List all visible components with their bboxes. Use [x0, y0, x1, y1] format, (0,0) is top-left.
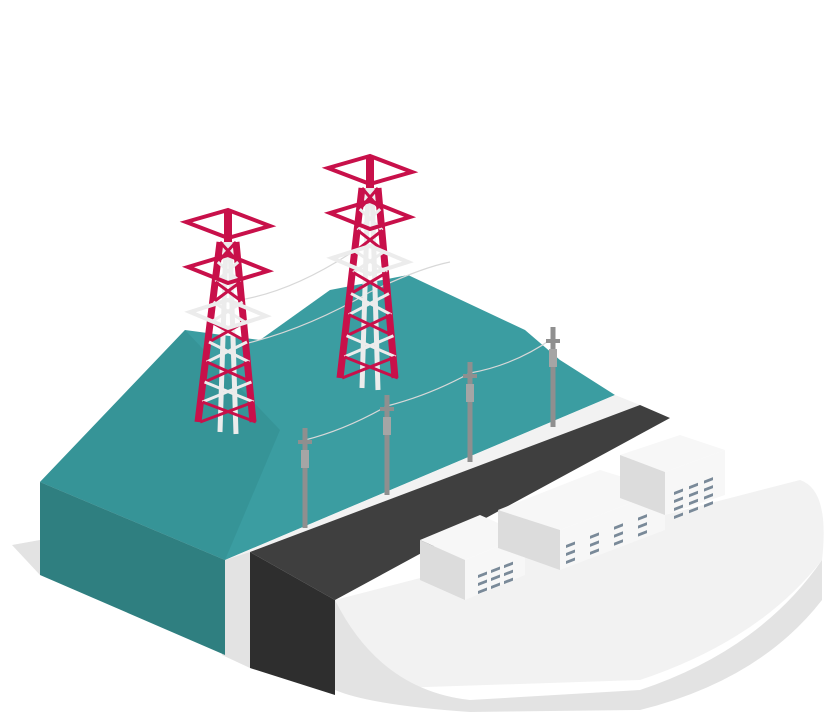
window	[478, 571, 487, 578]
window	[674, 496, 683, 503]
window	[491, 582, 500, 590]
transmission-tower-icon	[179, 207, 277, 435]
window	[491, 574, 500, 582]
wire-high	[239, 261, 451, 346]
window	[614, 523, 623, 530]
window	[689, 482, 698, 490]
window	[566, 549, 575, 556]
road-top	[250, 405, 670, 600]
building-tall	[620, 435, 725, 515]
buildings	[420, 435, 725, 600]
window	[478, 587, 487, 594]
window	[689, 490, 698, 498]
window	[674, 512, 683, 519]
window	[614, 539, 623, 546]
transmission-tower-icon	[321, 153, 419, 391]
window	[491, 566, 500, 574]
window	[590, 540, 599, 547]
hill-left-edge	[12, 540, 40, 575]
utility-pole-icon	[463, 362, 477, 462]
sidewalk	[225, 395, 640, 560]
utility-poles	[298, 327, 560, 528]
window	[478, 579, 487, 586]
transmission-towers	[179, 153, 419, 435]
ground-front	[335, 560, 822, 712]
window	[504, 569, 513, 577]
ground-left-strip	[222, 552, 250, 668]
window	[566, 541, 575, 548]
hill-front	[40, 482, 225, 655]
wire-low	[304, 337, 554, 441]
building-windows	[478, 477, 713, 594]
road-front	[250, 552, 335, 695]
window	[689, 506, 698, 514]
window	[638, 530, 647, 537]
window	[704, 485, 713, 492]
window	[638, 522, 647, 529]
window	[590, 548, 599, 555]
window	[504, 561, 513, 569]
window	[566, 557, 575, 564]
window	[704, 501, 713, 508]
window	[674, 488, 683, 495]
window	[674, 504, 683, 511]
window	[590, 532, 599, 539]
window	[504, 577, 513, 585]
window	[704, 493, 713, 500]
road	[250, 405, 670, 695]
window	[614, 531, 623, 538]
window	[689, 498, 698, 506]
window	[704, 477, 713, 484]
ground-top	[335, 480, 824, 690]
ground-platform	[222, 480, 824, 712]
utility-pole-icon	[298, 428, 312, 528]
window	[638, 514, 647, 521]
utility-pole-icon	[546, 327, 560, 427]
utility-pole-icon	[380, 395, 394, 495]
